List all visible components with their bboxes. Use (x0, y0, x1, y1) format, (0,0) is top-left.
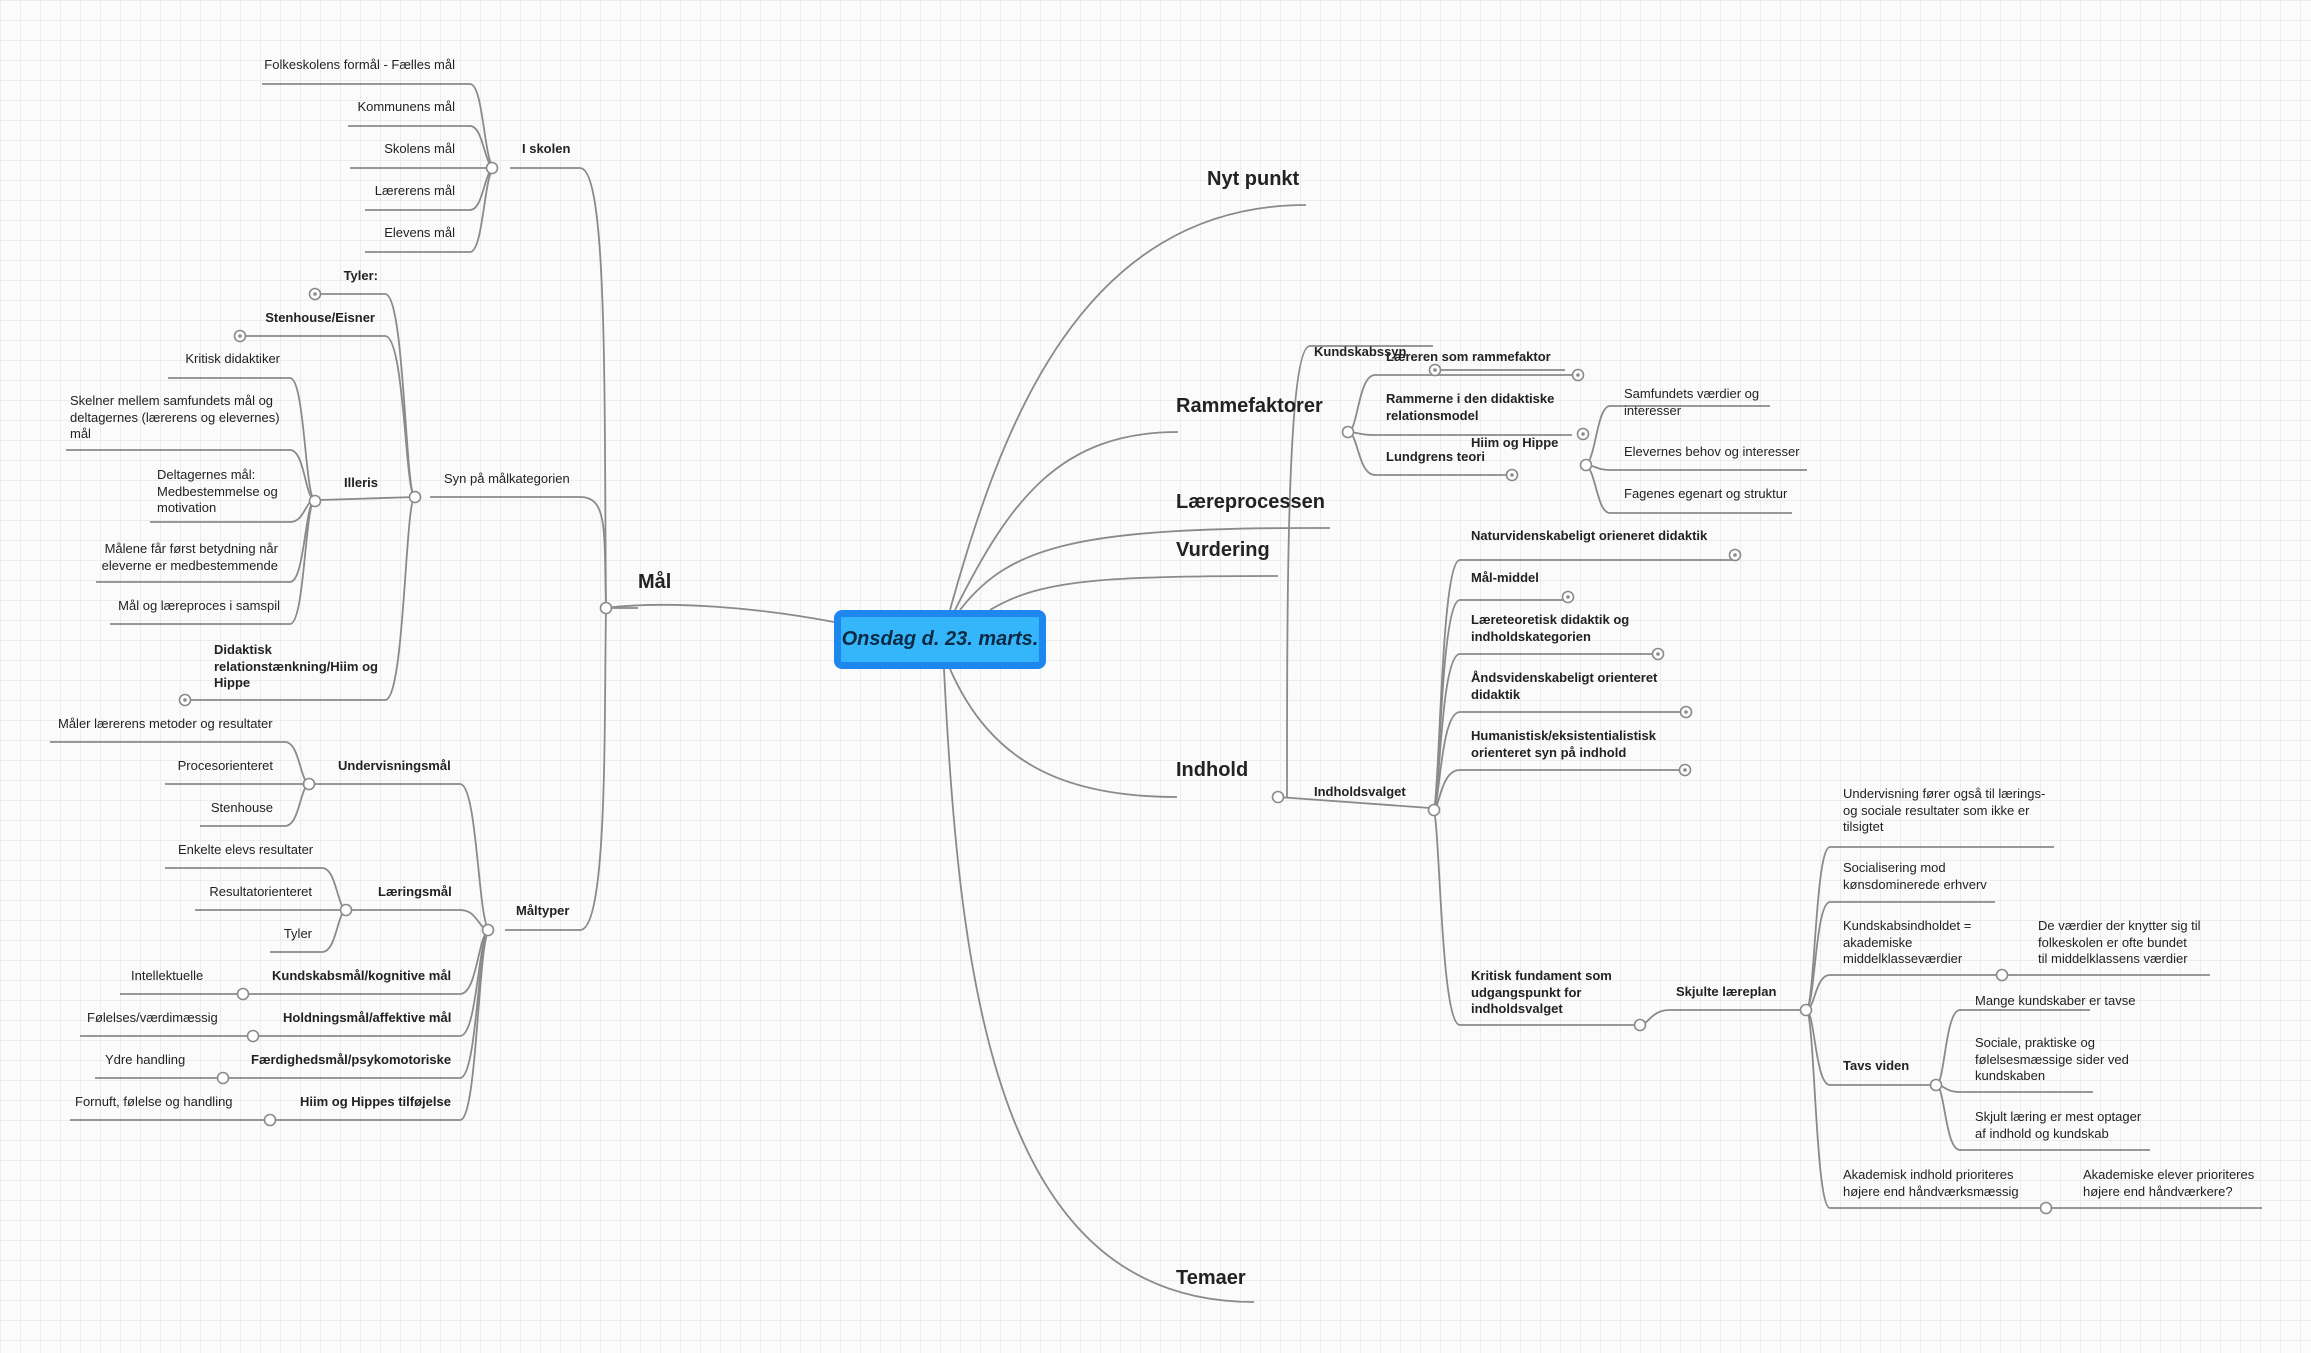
node-kundskabssyn[interactable]: Kundskabssyn (1314, 344, 1407, 359)
node-maltyper[interactable]: Måltyper (516, 903, 570, 918)
node-mal-middel[interactable]: Mål-middel (1471, 570, 1539, 585)
node-malene-far[interactable]: Målene får først betydning når eleverne … (101, 541, 278, 573)
node-rammerne[interactable]: Rammerne i den didaktiske relationsmodel (1386, 391, 1555, 423)
main-branches (605, 204, 1331, 1303)
node-akademisk-indhold[interactable]: Akademisk indhold prioriteres højere end… (1843, 1167, 2019, 1199)
node-didaktisk-relationstaenkning[interactable]: Didaktisk relationstænkning/Hiim og Hipp… (214, 642, 378, 690)
node-intellektuelle[interactable]: Intellektuelle (131, 968, 204, 983)
node-undervisning-forer[interactable]: Undervisning fører også til lærings- og … (1843, 786, 2046, 834)
node-dots (178, 161, 2053, 1215)
node-laeringsmal[interactable]: Læringsmål (378, 884, 452, 899)
node-faerdighedsmal[interactable]: Færdighedsmål/psykomotoriske (251, 1052, 452, 1067)
node-maler-laererens[interactable]: Måler lærerens metoder og resultater (58, 716, 273, 731)
node-skelner[interactable]: Skelner mellem samfundets mål og deltage… (70, 393, 280, 441)
node-indhold[interactable]: Indhold (1176, 759, 1249, 781)
node-deltagernes-mal[interactable]: Deltagernes mål: Medbestemmelse og motiv… (157, 467, 278, 515)
node-akademiske-elever[interactable]: Akademiske elever prioriteres højere end… (2083, 1167, 2255, 1199)
node-de-vaerdier[interactable]: De værdier der knytter sig til folkeskol… (2038, 918, 2201, 966)
node-naturvidenskabeligt[interactable]: Naturvidenskabeligt orieneret didaktik (1471, 528, 1708, 543)
node-laereprocessen[interactable]: Læreprocessen (1176, 491, 1325, 513)
node-folkeskolens-formal[interactable]: Folkeskolens formål - Fælles mål (264, 57, 455, 72)
node-stenhouse[interactable]: Stenhouse (210, 800, 273, 815)
node-procesorienteret[interactable]: Procesorienteret (177, 758, 273, 773)
node-laererens-mal[interactable]: Lærerens mål (374, 183, 455, 198)
node-folelses-vaerdimaessig[interactable]: Følelses/værdimæssig (87, 1010, 218, 1025)
node-mal[interactable]: Mål (638, 571, 672, 593)
node-stenhouse-eisner[interactable]: Stenhouse/Eisner (265, 310, 375, 325)
node-andsvidenskabeligt[interactable]: Åndsvidenskabeligt orienteret didaktik (1471, 670, 1658, 702)
node-kommunens-mal[interactable]: Kommunens mål (357, 99, 455, 114)
node-resultatorienteret[interactable]: Resultatorienteret (209, 884, 312, 899)
node-kundskabsmal[interactable]: Kundskabsmål/kognitive mål (272, 968, 452, 983)
node-syn-pa-malkategorien[interactable]: Syn på målkategorien (444, 471, 570, 486)
node-humanistisk[interactable]: Humanistisk/eksistentialistisk orientere… (1471, 728, 1656, 760)
node-elevernes-behov[interactable]: Elevernes behov og interesser (1624, 444, 1800, 459)
node-ydre-handling[interactable]: Ydre handling (105, 1052, 186, 1067)
node-undervisningsmal[interactable]: Undervisningsmål (338, 758, 451, 773)
node-socialisering[interactable]: Socialisering mod kønsdominerede erhverv (1843, 860, 1987, 892)
node-sociale-praktiske[interactable]: Sociale, praktiske og følelsesmæssige si… (1975, 1035, 2129, 1083)
root-label: Onsdag d. 23. marts. (841, 628, 1039, 650)
node-temaer[interactable]: Temaer (1176, 1267, 1246, 1289)
node-vurdering[interactable]: Vurdering (1176, 539, 1270, 561)
node-skjulte-laereplan[interactable]: Skjulte læreplan (1676, 984, 1777, 999)
root-node[interactable]: Onsdag d. 23. marts. (834, 610, 1046, 669)
node-mal-og-laereproces[interactable]: Mål og læreproces i samspil (118, 598, 280, 613)
node-lundgrens-teori[interactable]: Lundgrens teori (1386, 449, 1485, 464)
node-hiim-og-hippe[interactable]: Hiim og Hippe (1471, 435, 1559, 450)
node-kritisk-didaktiker[interactable]: Kritisk didaktiker (185, 351, 280, 366)
node-fornuft-folelse[interactable]: Fornuft, følelse og handling (75, 1094, 233, 1109)
collapsed-dot-centers (183, 292, 1737, 772)
node-laereteoretisk[interactable]: Læreteoretisk didaktik og indholdskatego… (1471, 612, 1630, 644)
node-nyt-punkt[interactable]: Nyt punkt (1207, 168, 1300, 190)
node-tyler[interactable]: Tyler (283, 926, 312, 941)
node-mange-kundskaber[interactable]: Mange kundskaber er tavse (1975, 993, 2136, 1008)
node-hiim-tilfojelse[interactable]: Hiim og Hippes tilføjelse (300, 1094, 451, 1109)
node-tyler-colon[interactable]: Tyler: (343, 268, 378, 283)
node-enkelte-elevs[interactable]: Enkelte elevs resultater (178, 842, 314, 857)
node-laereren-rammefaktor[interactable]: Læreren som rammefaktor (1386, 349, 1551, 364)
node-tavs-viden[interactable]: Tavs viden (1843, 1058, 1910, 1073)
node-skolens-mal[interactable]: Skolens mål (384, 141, 455, 156)
node-samfundets-vaerdier[interactable]: Samfundets værdier og interesser (1624, 386, 1760, 418)
node-illeris[interactable]: Illeris (344, 475, 378, 490)
node-i-skolen[interactable]: I skolen (522, 141, 571, 156)
node-indholdsvalget[interactable]: Indholdsvalget (1314, 784, 1406, 799)
node-skjult-laering[interactable]: Skjult læring er mest optager af indhold… (1975, 1109, 2142, 1141)
node-fagenes-egenart[interactable]: Fagenes egenart og struktur (1624, 486, 1788, 501)
node-kundskabsindholdet[interactable]: Kundskabsindholdet = akademiske middelkl… (1843, 918, 1972, 966)
node-elevens-mal[interactable]: Elevens mål (384, 225, 455, 240)
node-rammefaktorer[interactable]: Rammefaktorer (1176, 395, 1323, 417)
node-kritisk-fundament[interactable]: Kritisk fundament som udgangspunkt for i… (1471, 968, 1612, 1016)
node-holdningsmal[interactable]: Holdningsmål/affektive mål (283, 1010, 452, 1025)
